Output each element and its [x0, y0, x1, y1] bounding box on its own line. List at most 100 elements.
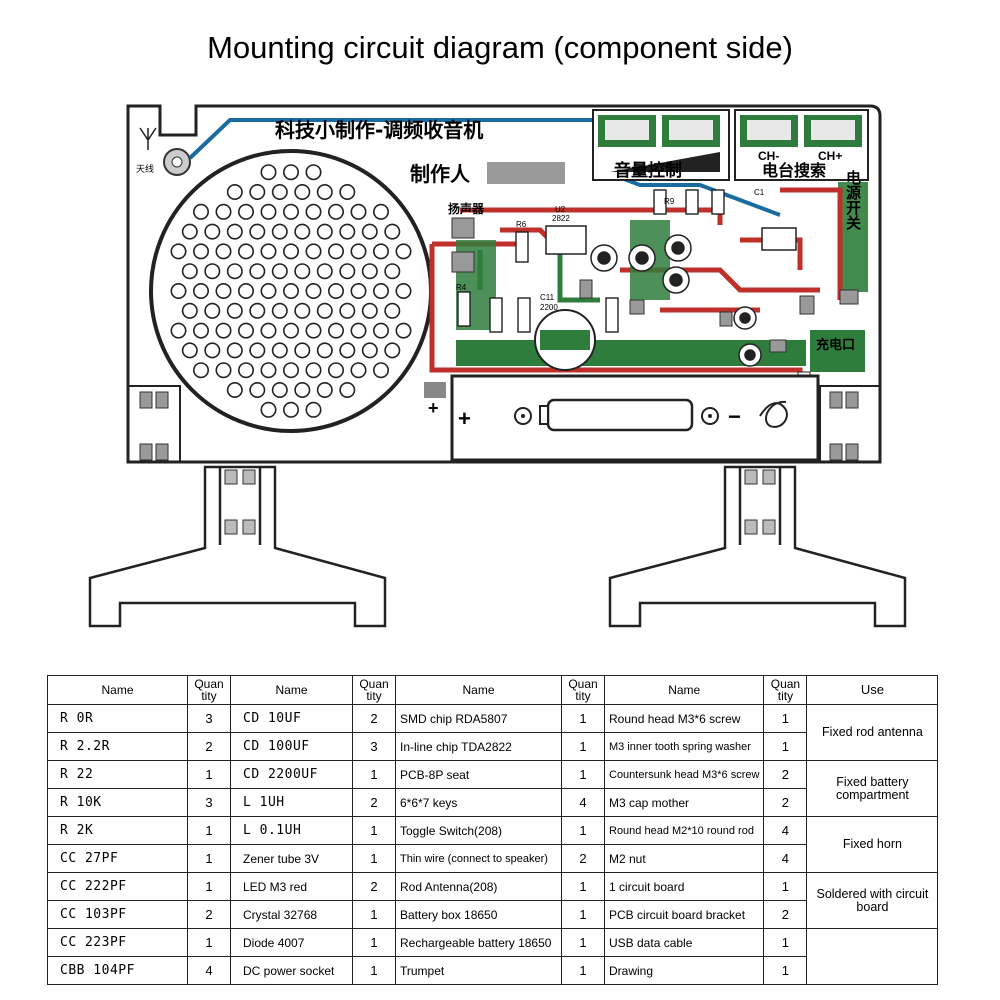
speaker-hole [271, 223, 288, 240]
speaker-hole [260, 401, 277, 418]
speaker-hole [170, 322, 187, 339]
right-stand [608, 465, 907, 628]
speaker-hole [226, 263, 243, 280]
table-cell: L 1UH [230, 788, 353, 817]
col-header: Name [395, 675, 562, 705]
pcb-diagram: 天线 科技小制作-调频收音机 制作人 音量控制 CH- CH+ 电台搜索 电源开… [88, 104, 907, 628]
battery-plus-outer: + [428, 398, 439, 418]
antenna-label: 天线 [136, 163, 154, 175]
speaker-hole [316, 263, 333, 280]
speaker-hole [193, 243, 210, 260]
bracket-pads [139, 391, 859, 461]
speaker-hole [327, 203, 344, 220]
table-cell: 1 [763, 928, 808, 957]
speaker-pad-1 [451, 217, 475, 239]
tuning-keys [734, 109, 869, 181]
parts-table: Name Quan tity Name Quan tity Name Quan … [47, 675, 939, 985]
speaker-hole [384, 302, 401, 319]
table-cell: 1 [187, 928, 231, 957]
table-cell: Countersunk head M3*6 screw [603, 760, 765, 789]
table-cell: 3 [187, 788, 231, 817]
table-cell: CD 2200UF [230, 760, 353, 789]
table-cell: 3 [187, 704, 231, 733]
col-header: Quan tity [763, 675, 808, 705]
speaker-hole [372, 203, 389, 220]
table-cell: M3 inner tooth spring washer [603, 732, 765, 761]
speaker-hole [372, 282, 389, 299]
speaker-hole [305, 203, 322, 220]
power-switch-label: 电源开关 [838, 169, 868, 292]
speaker-hole [226, 302, 243, 319]
speaker-hole [204, 302, 221, 319]
table-cell: R 22 [47, 760, 188, 789]
table-cell: 2 [352, 788, 396, 817]
table-cell: CC 103PF [47, 900, 188, 929]
speaker-hole [339, 223, 356, 240]
speaker-hole [282, 362, 299, 379]
table-cell: CBB 104PF [47, 956, 188, 985]
speaker-hole [327, 243, 344, 260]
speaker-hole [271, 263, 288, 280]
speaker-hole [372, 243, 389, 260]
speaker-label: 扬声器 [448, 201, 485, 216]
stand-slots [224, 469, 776, 535]
table-cell: 1 [561, 760, 605, 789]
speaker-hole [249, 381, 266, 398]
table-cell: Drawing [603, 956, 765, 985]
speaker-hole [395, 282, 412, 299]
speaker-hole [249, 184, 266, 201]
speaker-hole [294, 223, 311, 240]
speaker-hole [316, 302, 333, 319]
c11-value: 2200 [540, 303, 558, 312]
table-cell: PCB circuit board bracket [603, 900, 765, 929]
table-cell: 1 [187, 760, 231, 789]
table-cell: CD 10UF [230, 704, 353, 733]
table-cell: 4 [763, 844, 808, 873]
speaker-hole [384, 342, 401, 359]
table-cell: 3 [352, 732, 396, 761]
speaker-hole [361, 263, 378, 280]
speaker-hole [327, 282, 344, 299]
use-cell: Soldered with circuit board [806, 872, 939, 929]
table-header-row: Name Quan tity Name Quan tity Name Quan … [47, 675, 939, 705]
speaker-hole [238, 203, 255, 220]
speaker-hole [339, 342, 356, 359]
board-title: 科技小制作-调频收音机 [275, 118, 483, 142]
table-cell: DC power socket [230, 956, 353, 985]
table-cell: CC 222PF [47, 872, 188, 901]
table-cell: M2 nut [603, 844, 765, 873]
table-cell: Zener tube 3V [230, 844, 353, 873]
speaker-hole [350, 362, 367, 379]
battery-box [424, 374, 820, 462]
table-cell: M3 cap mother [603, 788, 765, 817]
volume-label: 音量控制 [614, 160, 682, 181]
table-cell: 1 [763, 872, 808, 901]
speaker-hole [350, 243, 367, 260]
table-cell: 1 [763, 732, 808, 761]
speaker-hole [260, 282, 277, 299]
table-cell: 4 [187, 956, 231, 985]
table-cell: 1 [187, 872, 231, 901]
table-cell: L 0.1UH [230, 816, 353, 845]
speaker-hole [350, 282, 367, 299]
speaker-hole [339, 263, 356, 280]
resistors [457, 189, 725, 333]
speaker-hole [327, 362, 344, 379]
speaker-hole [226, 381, 243, 398]
speaker-hole [282, 322, 299, 339]
speaker-hole [282, 401, 299, 418]
speaker-hole [305, 401, 322, 418]
speaker-hole [282, 164, 299, 181]
speaker-hole [170, 243, 187, 260]
speaker-hole [271, 342, 288, 359]
speaker-hole [238, 282, 255, 299]
speaker-hole [260, 322, 277, 339]
speaker-hole [384, 223, 401, 240]
speaker-hole [305, 362, 322, 379]
r4-label: R4 [456, 283, 467, 292]
table-cell: R 2.2R [47, 732, 188, 761]
